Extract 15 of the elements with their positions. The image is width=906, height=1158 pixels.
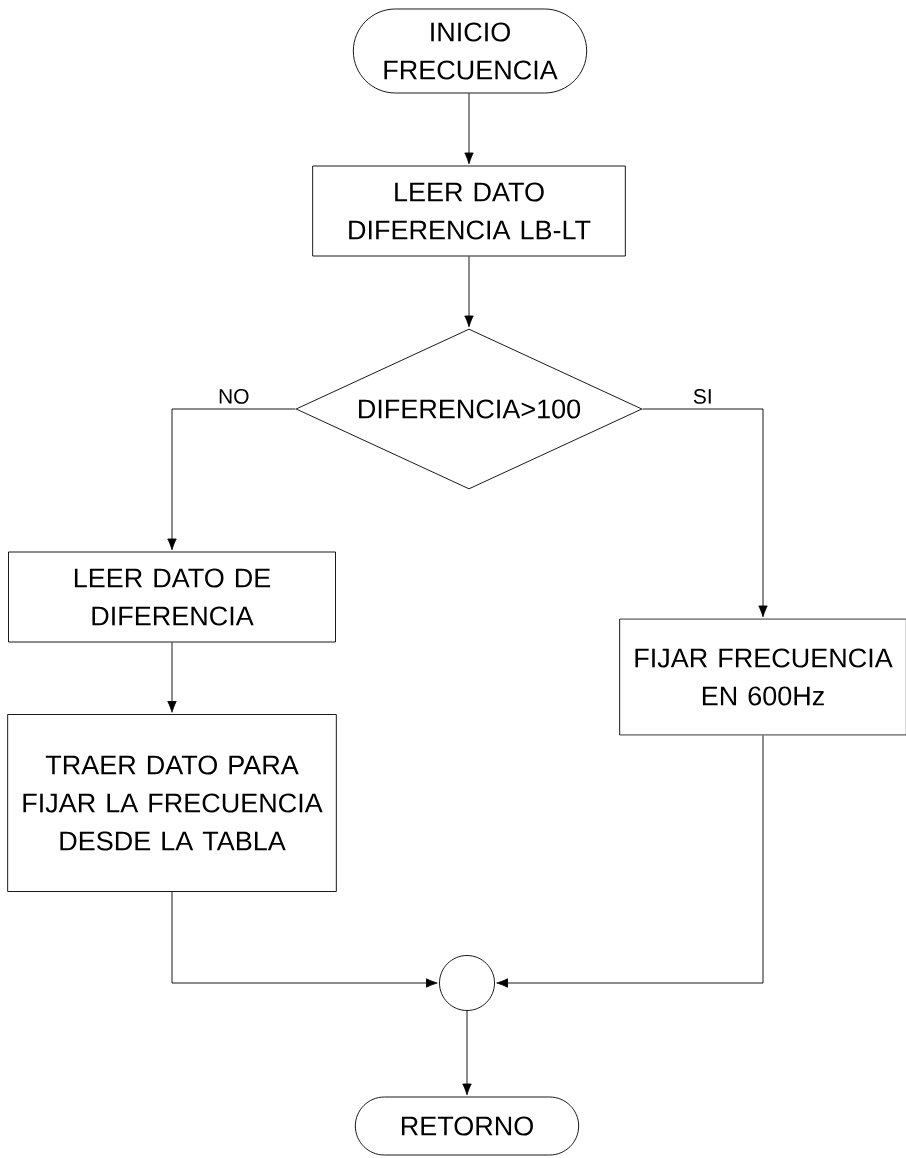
- process-box: LEER DATO DE DIFERENCIA: [8, 551, 336, 643]
- arrow: [642, 408, 768, 618]
- process-box: FIJAR FRECUENCIA EN 600Hz: [619, 618, 906, 736]
- arrow: [167, 408, 296, 551]
- arrow: [464, 93, 474, 165]
- connector-circle: [439, 955, 495, 1011]
- edge-label: SI: [693, 388, 711, 404]
- edge-label: NO: [219, 388, 249, 404]
- process-box: TRAER DATO PARA FIJAR LA FRECUENCIA DESDE LA TABLA: [7, 714, 337, 892]
- arrow: [464, 256, 474, 328]
- arrow: [167, 642, 177, 713]
- arrow: [462, 1010, 472, 1096]
- process-box: LEER DATO DIFERENCIA LB-LT: [312, 165, 626, 257]
- arrow: [171, 891, 438, 988]
- arrow: [496, 735, 764, 988]
